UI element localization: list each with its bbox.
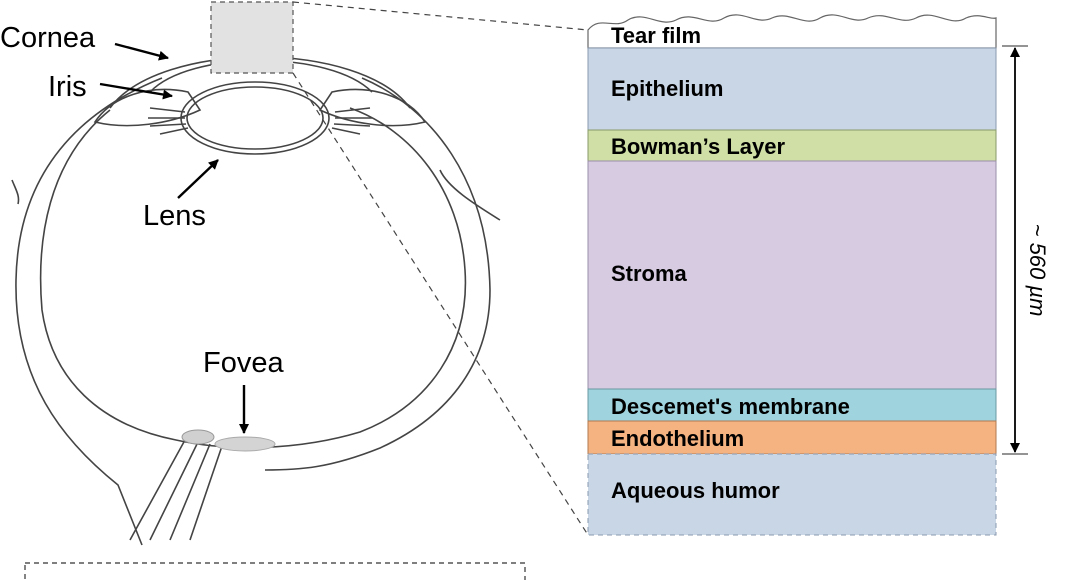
cornea-zoom-region [210,1,294,74]
endothelium-layer [587,420,997,455]
aqueous-humor-label: Aqueous humor [611,478,780,503]
cornea-label: Cornea [0,22,96,54]
iris-left [93,88,202,127]
optic-nerve [129,439,223,541]
lens-arrow [177,159,219,199]
ciliary-fibers-right [331,107,372,135]
descemets-membrane-label: Descemet's membrane [611,394,850,419]
fovea-patch [214,436,276,452]
stroma-label: Stroma [611,261,688,286]
cornea-layer-stack [587,14,997,536]
thickness-label: ~ 560 µm [1025,224,1050,317]
tissue-left [11,179,20,205]
stroma-layer [587,160,997,390]
tissue-right [439,169,501,221]
cornea-arrow [114,42,169,61]
optic-disc-patch [181,429,215,445]
zoom-connector-top [292,1,589,31]
iris-right [318,88,427,127]
lens-inner [186,86,324,150]
lens-label: Lens [143,200,206,232]
epithelium-layer [587,47,997,131]
tear-film-label: Tear film [611,23,701,48]
bowmans-layer-label: Bowman’s Layer [611,134,785,159]
epithelium-label: Epithelium [611,76,723,101]
retina-inner [39,107,467,449]
iris-arrow [99,82,173,100]
sclera-outer [15,77,163,546]
aqueous-humor-layer [587,453,997,536]
zoom-connector-bottom [292,72,589,536]
endothelium-label: Endothelium [611,426,744,451]
fovea-label: Fovea [203,347,284,379]
tear-film-layer [587,14,997,49]
lens-shape [180,81,330,155]
sclera-outer-right [264,77,491,471]
ciliary-fibers-left [148,107,189,135]
eye-cross-section [11,56,501,546]
iris-label: Iris [48,71,87,103]
descemets-membrane-layer [587,388,997,422]
bowmans-layer [587,129,997,162]
bottom-dashed-frame [24,562,526,580]
